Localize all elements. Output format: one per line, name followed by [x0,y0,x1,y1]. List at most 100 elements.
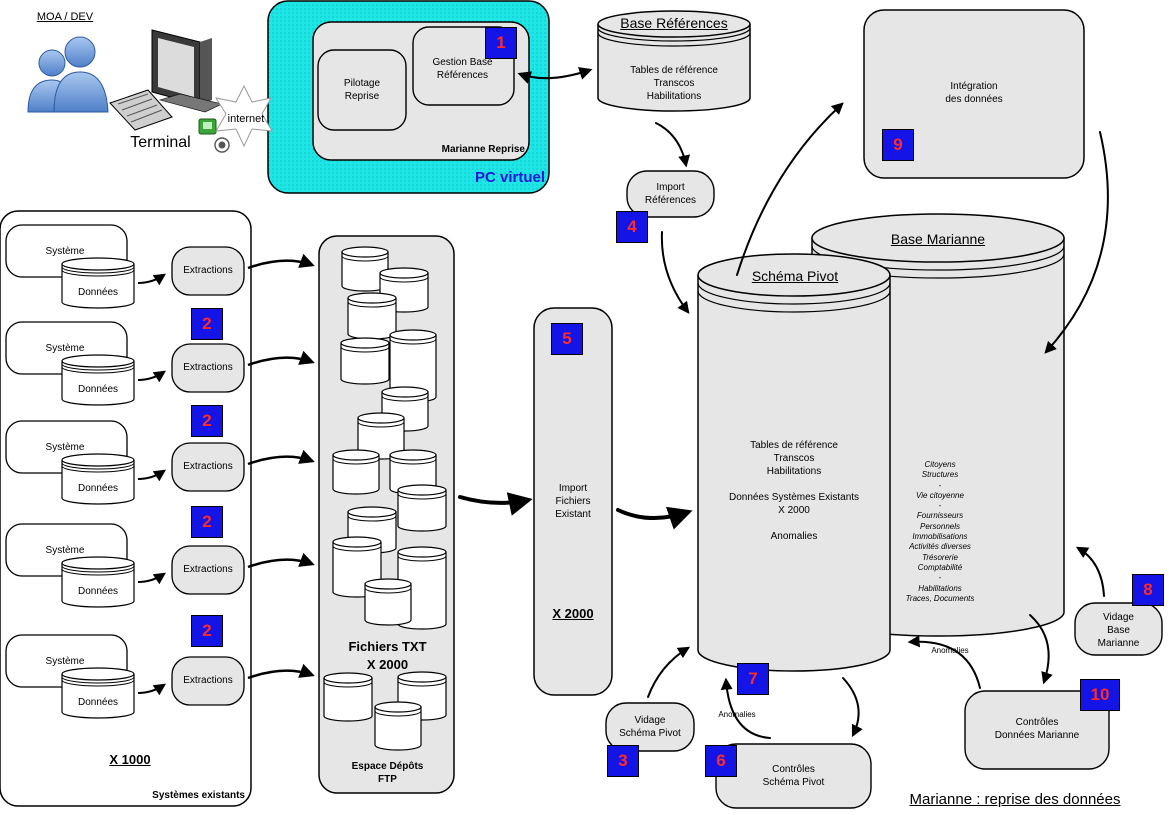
donnees-label: Données [77,384,119,395]
extractions-label[interactable]: Extractions [183,564,233,575]
arrow-marianne-to-controles [1029,614,1053,685]
txt-file-db [389,449,437,495]
extractions-box [171,545,245,595]
txt-file-db [364,578,412,626]
step-badge-2a: 2 [191,308,223,340]
extractions-box [171,656,245,706]
step-badge-9: 9 [882,129,914,161]
system-row [5,321,245,406]
arrow-vidage-base [1075,546,1105,597]
arrow-import-ref-to-pivot [660,231,690,314]
fichiers-txt-label: Fichiers TXT X 2000 [348,639,427,672]
systeme-label: Système [45,246,85,257]
system-row [5,523,245,608]
step-badge-6: 6 [705,745,737,777]
extractions-box [171,343,245,393]
vidage-base-label[interactable]: Vidage Base Marianne [1097,612,1140,649]
system-row [5,224,245,309]
connectors [458,67,1109,739]
txt-file-db [389,329,437,403]
extractions-label[interactable]: Extractions [183,461,233,472]
users-icon [27,36,109,113]
arrow-data-to-extraction [137,273,166,286]
gestion-base-label[interactable]: Gestion Base Références [432,57,493,81]
marianne-reprise-label: Marianne Reprise [441,144,525,155]
step-badge-5: 5 [551,323,583,355]
computer-icon [109,29,223,131]
base-marianne-title: Base Marianne [890,231,986,247]
extractions-label[interactable]: Extractions [183,362,233,373]
systeme-label: Système [45,442,85,453]
arrow-anomalies-schema [720,677,771,739]
txt-file-db [397,484,447,532]
controles-marianne-label[interactable]: Contrôles Données Marianne [994,717,1080,741]
donnees-label: Données [77,586,119,597]
systeme-label: Système [45,545,85,556]
arrow-gestion-base [517,67,593,84]
step-badge-1: 1 [485,27,517,59]
base-references-content: Tables de référence Transcos Habilitatio… [630,65,718,102]
controles-schema-label[interactable]: Contrôles Schéma Pivot [762,764,825,788]
arrow-extraction-to-ftp [247,449,315,466]
systemes-existants-label: Systèmes existants [152,790,245,801]
arrow-pivot-to-integration [736,102,844,276]
arrow-vidage-to-pivot [647,646,691,698]
txt-file-db [374,701,422,751]
espace-ftp-label: Espace Dépôts FTP [351,761,424,785]
arrow-to-import-ref [655,122,690,168]
base-references-title: Base Références [620,15,728,31]
vidage-base-box [1074,602,1163,656]
pc-virtuel-label: PC virtuel [474,169,545,186]
extractions-label[interactable]: Extractions [183,675,233,686]
step-badge-3: 3 [607,745,639,777]
system-rows [5,224,245,719]
internet-label: internet [227,113,265,125]
arrow-integration-to-marianne [1044,131,1109,354]
step-badge-4: 4 [616,211,648,243]
arrow-data-to-extraction [137,370,166,383]
step-badge-7: 7 [737,663,769,695]
role-label: MOA / DEV [36,11,94,23]
extractions-box [171,246,245,296]
system-arrows [137,253,315,696]
txt-file-db [332,449,380,495]
pilotage-box [317,49,407,131]
integration-box [863,9,1085,179]
extractions-label[interactable]: Extractions [183,265,233,276]
controles-marianne-box [964,690,1110,770]
pilotage-label[interactable]: Pilotage Reprise [343,78,381,102]
arrow-extraction-to-ftp [247,663,315,680]
x1000-label: X 1000 [109,752,151,767]
import-fichiers-label[interactable]: Import Fichiers Existant [555,483,591,520]
systeme-label: Système [45,343,85,354]
systeme-label: Système [45,656,85,667]
arrow-ftp-to-import [458,492,533,516]
donnees-label: Données [77,287,119,298]
txt-file-db [323,672,373,722]
import-references-label[interactable]: Import Références [644,182,697,206]
arrow-data-to-extraction [137,572,166,585]
donnees-label: Données [77,697,119,708]
system-row [5,420,245,505]
vidage-schema-label[interactable]: Vidage Schéma Pivot [619,715,681,739]
step-badge-8: 8 [1132,574,1164,606]
arrow-extraction-to-ftp [247,552,315,569]
internet-star [214,84,273,148]
schema-pivot-title: Schéma Pivot [751,268,839,284]
import-x2000-label: X 2000 [552,606,594,621]
anomalies-schema-label: Anomalies [718,710,756,719]
arrow-data-to-extraction [137,469,166,482]
donnees-label: Données [77,483,119,494]
step-badge-2d: 2 [191,615,223,647]
arrow-extraction-to-ftp [247,350,315,367]
system-row [5,634,245,719]
integration-label[interactable]: Intégration des données [945,81,1003,105]
step-badge-2c: 2 [191,506,223,538]
import-references-box [626,170,715,218]
extractions-box [171,442,245,492]
schema-pivot-content: Tables de référence Transcos Habilitatio… [728,440,860,542]
step-badge-2b: 2 [191,405,223,437]
step-badge-10: 10 [1080,679,1120,711]
